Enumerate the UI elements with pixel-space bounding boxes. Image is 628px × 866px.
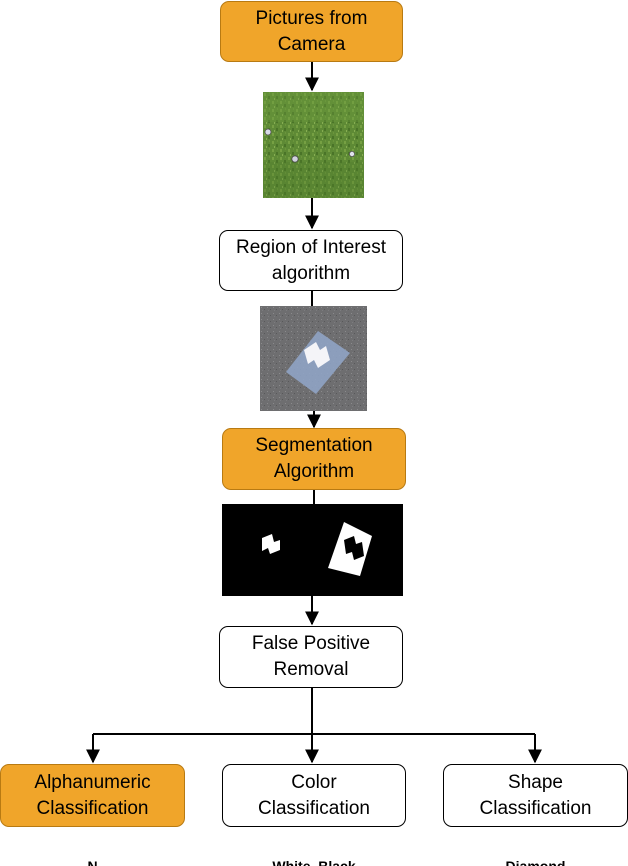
target-spot — [349, 151, 356, 158]
segmentation-mask — [222, 504, 403, 596]
node-pictures-from-camera: Pictures from Camera — [220, 1, 403, 62]
mask-diamond-letter — [344, 536, 364, 560]
node-region-of-interest: Region of Interest algorithm — [219, 230, 403, 291]
target-spot — [264, 128, 272, 136]
camera-photo-grass — [263, 92, 364, 198]
roi-crop-photo — [260, 306, 367, 411]
output-color: White, Black — [272, 858, 356, 866]
output-alphanumeric: N — [87, 858, 98, 866]
node-segmentation-algorithm: Segmentation Algorithm — [222, 428, 406, 490]
output-shape: Diamond — [505, 858, 566, 866]
letter-n-shape — [304, 342, 330, 368]
mask-letter-shape — [262, 534, 280, 554]
target-spot — [291, 155, 299, 163]
node-shape-classification: Shape Classification — [443, 764, 628, 827]
node-alphanumeric-classification: Alphanumeric Classification — [0, 764, 185, 827]
node-color-classification: Color Classification — [222, 764, 406, 827]
node-false-positive-removal: False Positive Removal — [219, 626, 403, 688]
